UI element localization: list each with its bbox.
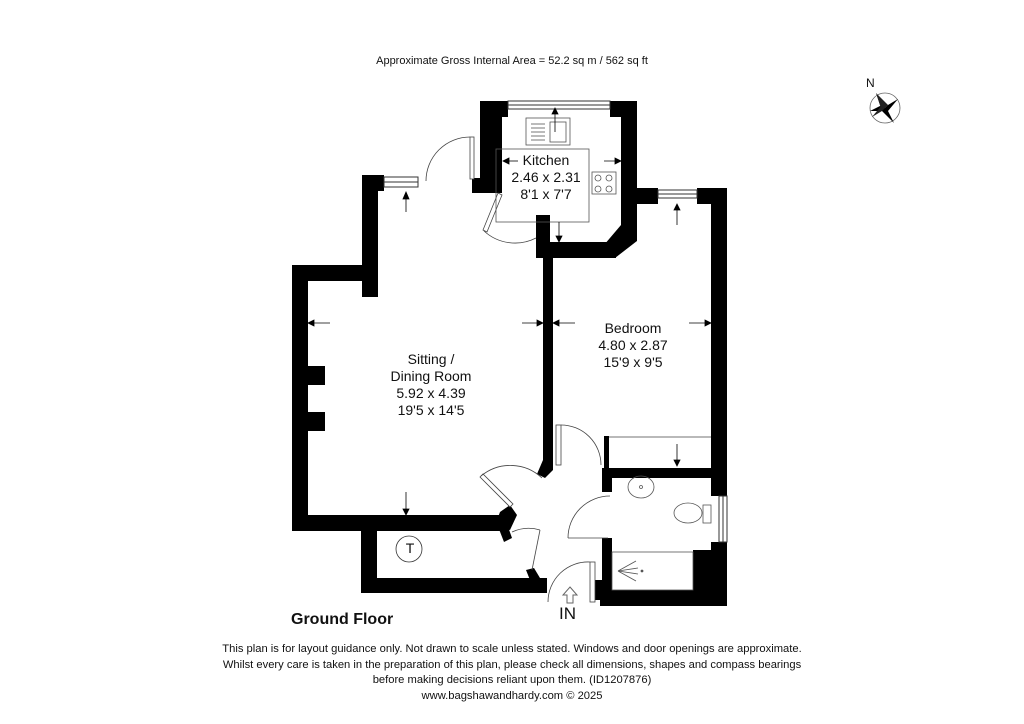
room-label-sitting-dining: Sitting / Dining Room 5.92 x 4.39 19'5 x… [370, 351, 492, 419]
disclaimer: This plan is for layout guidance only. N… [0, 642, 1024, 704]
disclaimer-line-1: This plan is for layout guidance only. N… [222, 643, 802, 655]
walls [292, 101, 727, 606]
gross-internal-area: Approximate Gross Internal Area = 52.2 s… [376, 55, 648, 67]
room-imperial: 19'5 x 14'5 [397, 402, 465, 418]
disclaimer-line-2: Whilst every care is taken in the prepar… [222, 658, 802, 671]
room-name: Kitchen [522, 152, 570, 168]
room-name: Sitting / [407, 351, 455, 367]
kitchen-fixtures [495, 117, 617, 223]
doors [425, 136, 711, 603]
compass-rose-icon [869, 92, 901, 124]
tank-symbol [395, 535, 423, 563]
entrance-label: IN [559, 604, 576, 623]
room-metric: 5.92 x 4.39 [396, 385, 466, 401]
tank-label: T [405, 540, 415, 556]
room-name-line2: Dining Room [390, 368, 472, 384]
room-label-kitchen: Kitchen 2.46 x 2.31 8'1 x 7'7 [496, 152, 596, 203]
bathroom-fixtures [611, 475, 712, 591]
compass-north-label: N [866, 76, 875, 90]
measure-arrows [307, 107, 712, 516]
room-label-bedroom: Bedroom 4.80 x 2.87 15'9 x 9'5 [583, 320, 683, 371]
windows [383, 100, 728, 543]
entrance-arrow-icon [561, 586, 579, 604]
floor-name: Ground Floor [291, 611, 394, 628]
disclaimer-line-3: before making decisions reliant upon the… [372, 674, 652, 686]
room-name: Bedroom [604, 320, 662, 336]
room-metric: 2.46 x 2.31 [511, 169, 581, 185]
room-imperial: 8'1 x 7'7 [520, 186, 572, 202]
room-metric: 4.80 x 2.87 [598, 337, 668, 353]
website-copyright: www.bagshawandhardy.com © 2025 [421, 689, 603, 702]
room-imperial: 15'9 x 9'5 [603, 354, 663, 370]
